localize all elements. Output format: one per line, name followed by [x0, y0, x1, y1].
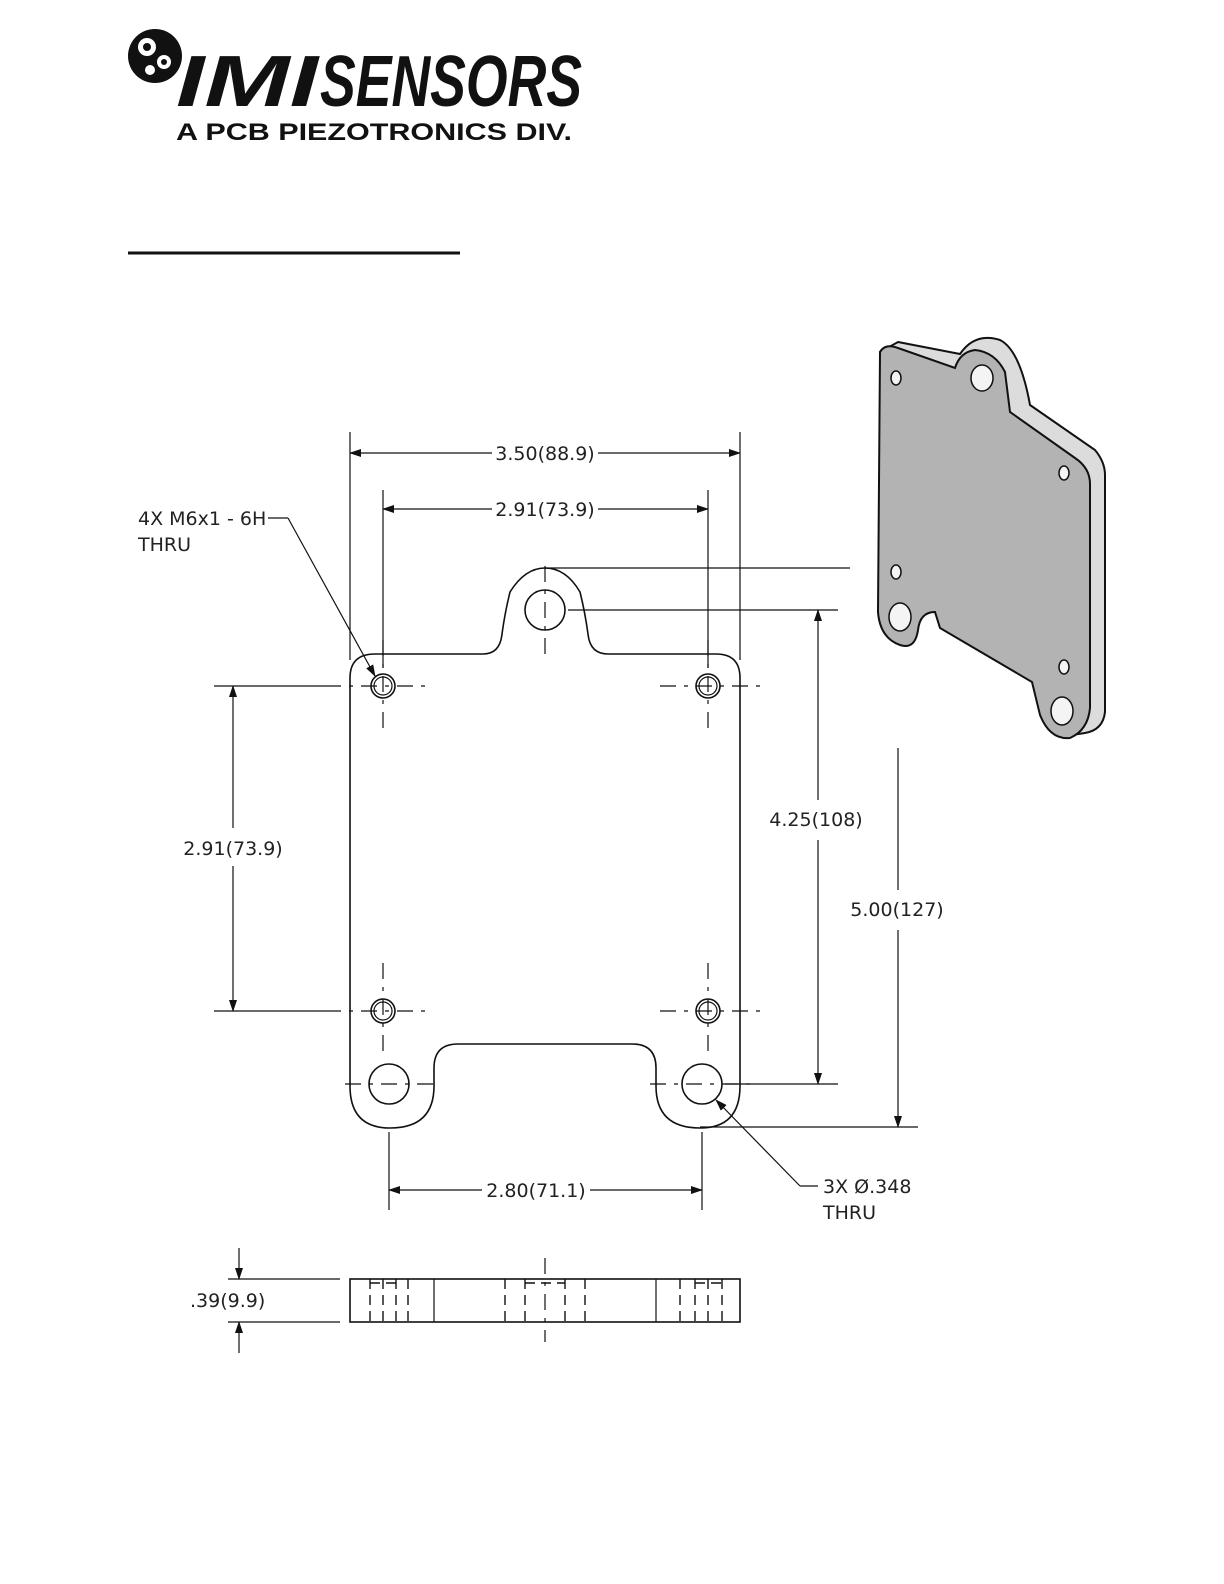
gear-emblem-icon: [128, 29, 182, 83]
iso-hole-icon: [891, 565, 901, 579]
hole-spacing-height-label: 2.91(73.9): [183, 838, 282, 860]
side-view: [350, 1258, 740, 1342]
hole-spacing-width-label: 2.91(73.9): [495, 499, 594, 521]
thickness-label: .39(9.9): [190, 1290, 265, 1312]
iso-hole-icon: [889, 603, 911, 631]
dimension-hole-spacing-height: 2.91(73.9): [183, 686, 325, 1011]
dimension-bottom-hole-spacing: 2.80(71.1): [389, 1132, 702, 1210]
bottom-hole-spacing-label: 2.80(71.1): [486, 1180, 585, 1202]
brand-imi: IMI: [176, 42, 321, 122]
tapped-holes-label: 4X M6x1 - 6H: [138, 508, 266, 530]
hidden-lines: [370, 1279, 722, 1322]
company-logo: IMI SENSORS A PCB PIEZOTRONICS DIV.: [128, 29, 582, 146]
iso-hole-icon: [1051, 697, 1073, 725]
isometric-view: [878, 338, 1105, 738]
iso-hole-icon: [971, 365, 993, 391]
overall-width-label: 3.50(88.9): [495, 443, 594, 465]
mount-hole-height-label: 4.25(108): [769, 809, 862, 831]
callout-tapped-holes: 4X M6x1 - 6H THRU: [137, 508, 375, 676]
dimension-overall-height: 5.00(127): [545, 568, 944, 1127]
plan-view: [325, 566, 760, 1128]
dimension-thickness: .39(9.9): [190, 1248, 340, 1353]
brand-sensors: SENSORS: [320, 42, 582, 122]
iso-top-face: [878, 346, 1090, 738]
iso-hole-icon: [891, 371, 901, 385]
overall-height-label: 5.00(127): [850, 899, 943, 921]
callout-thru-holes: 3X Ø.348 THRU: [716, 1100, 911, 1224]
iso-hole-icon: [1059, 660, 1069, 674]
tapped-holes-thru-label: THRU: [137, 534, 191, 556]
brand-division: A PCB PIEZOTRONICS DIV.: [176, 119, 572, 146]
dimension-overall-width: 3.50(88.9): [350, 432, 740, 660]
thru-holes-thru-label: THRU: [822, 1202, 876, 1224]
iso-hole-icon: [1059, 466, 1069, 480]
thru-holes-label: 3X Ø.348: [823, 1176, 911, 1198]
